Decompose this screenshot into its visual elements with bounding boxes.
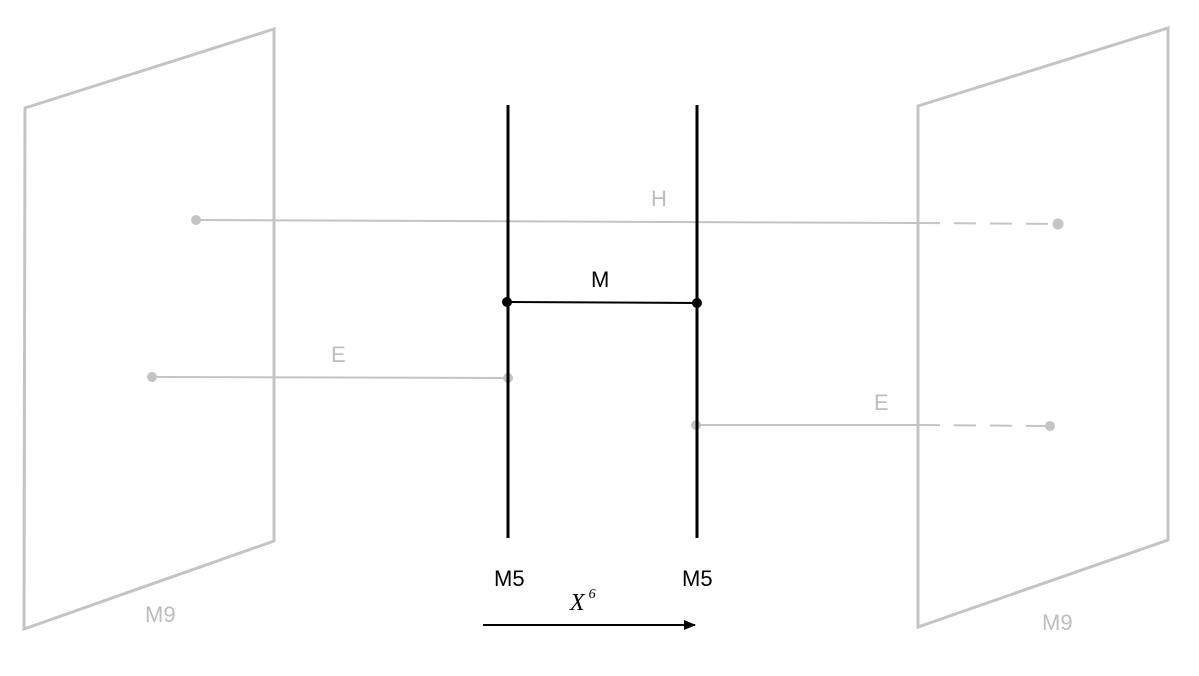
x6-axis-label: X 6 — [569, 587, 596, 616]
h-string-endpoint-left — [191, 215, 201, 225]
e-string-right-endpoint-brane — [1045, 421, 1055, 431]
x6-axis-superscript: 6 — [589, 587, 596, 602]
m9-brane-right — [916, 25, 1170, 630]
e-string-right-dashed — [917, 424, 1051, 427]
m-membrane-label: M — [591, 267, 609, 292]
x6-axis-base: X — [569, 590, 586, 616]
m9-label-left: M9 — [145, 602, 176, 627]
h-string-label: H — [651, 186, 667, 211]
m-membrane — [506, 301, 698, 304]
m9-label-right: M9 — [1042, 610, 1073, 635]
h-string-endpoint-right — [1052, 218, 1064, 230]
h-string-solid — [195, 219, 919, 224]
e-string-left-endpoint-brane — [147, 372, 157, 382]
m9-brane-left — [22, 26, 276, 632]
m-membrane-endpoint-left — [502, 297, 512, 307]
m5-label-right: M5 — [682, 566, 713, 591]
e-string-label-right: E — [874, 390, 889, 415]
h-string-dashed — [917, 222, 1059, 225]
m-membrane-endpoint-right — [692, 298, 702, 308]
e-string-label-left: E — [331, 342, 346, 367]
e-string-left — [151, 376, 508, 379]
m5-label-left: M5 — [494, 566, 525, 591]
